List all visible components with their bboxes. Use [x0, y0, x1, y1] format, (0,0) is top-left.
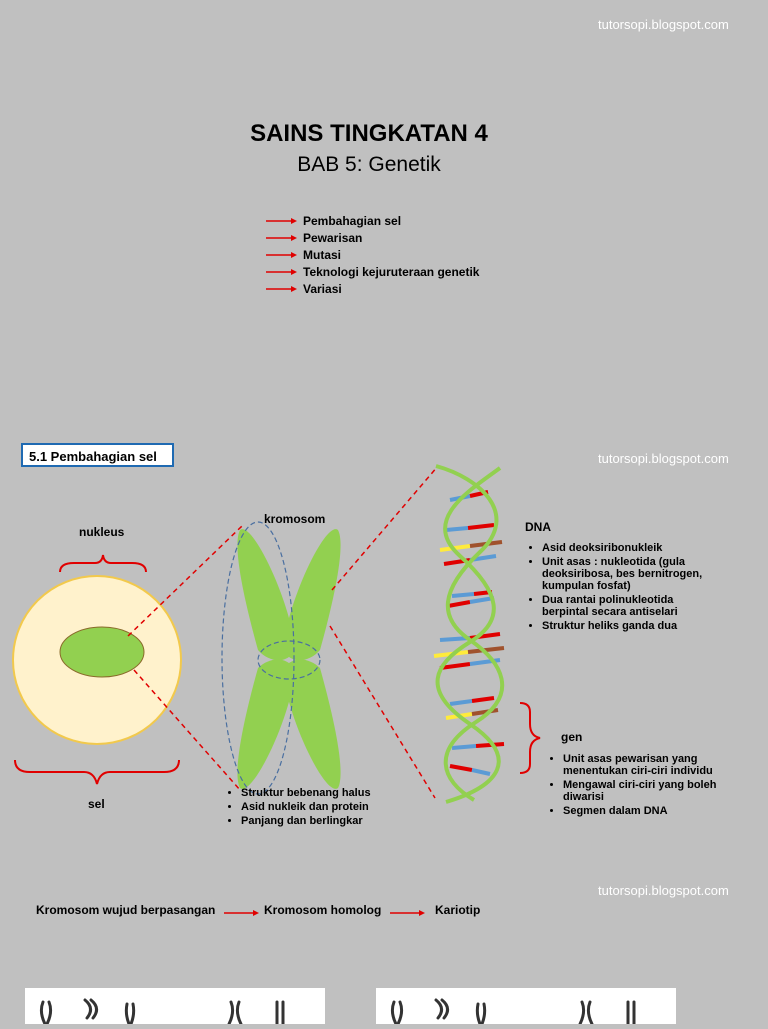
- chromosome-bullets: Struktur bebenang halus Asid nukleik dan…: [225, 787, 425, 829]
- list-item: Pewarisan: [266, 229, 479, 246]
- list-item: Unit asas : nukleotida (gula deoksiribos…: [542, 556, 704, 592]
- topic-label: Teknologi kejuruteraan genetik: [303, 264, 480, 279]
- gene-label: gen: [561, 730, 583, 744]
- chromosome-label: kromosom: [264, 512, 326, 526]
- arrow-right-icon: [266, 285, 297, 292]
- chromatid-outline: [221, 521, 295, 795]
- list-item: Mengawal ciri-ciri yang boleh diwarisi: [563, 779, 747, 803]
- flow-step: Kromosom wujud berpasangan: [36, 903, 216, 917]
- arrow-right-icon: [266, 268, 297, 275]
- arrow-right-icon: [266, 234, 297, 241]
- karyotype-image: [376, 988, 676, 1026]
- nucleus-label: nukleus: [79, 525, 125, 539]
- topic-label: Pembahagian sel: [303, 213, 402, 228]
- list-item: Dua rantai polinukleotida berpintal seca…: [542, 594, 704, 618]
- list-item: Mutasi: [266, 246, 479, 263]
- topic-label: Variasi: [303, 281, 342, 296]
- arrow-right-icon: [266, 251, 297, 258]
- watermark-text: tutorsopi.blogspot.com: [598, 17, 729, 32]
- flow-step: Kromosom homolog: [264, 903, 382, 917]
- genetics-diagram: [12, 464, 541, 804]
- karyotype-chromosomes: [390, 998, 636, 1026]
- list-item: Unit asas pewarisan yang menentukan ciri…: [563, 753, 747, 777]
- nucleus-shape: [59, 626, 145, 678]
- karyotype-image: [25, 988, 325, 1026]
- list-item: Struktur bebenang halus: [241, 787, 425, 799]
- topic-label: Pewarisan: [303, 230, 363, 245]
- cell-label: sel: [88, 797, 105, 811]
- section-heading: 5.1 Pembahagian sel: [21, 443, 174, 467]
- list-item: Teknologi kejuruteraan genetik: [266, 263, 479, 280]
- karyotype-chromosomes: [39, 998, 285, 1026]
- arrow-right-icon: [390, 910, 425, 916]
- page-title: SAINS TINGKATAN 4: [250, 120, 488, 147]
- dna-helix: [433, 464, 505, 804]
- list-item: Segmen dalam DNA: [563, 805, 747, 817]
- centromere-outline: [257, 640, 321, 680]
- dna-label: DNA: [525, 520, 551, 534]
- watermark-text: tutorsopi.blogspot.com: [598, 451, 729, 466]
- list-item: Panjang dan berlingkar: [241, 815, 425, 827]
- chromosome-shape: [237, 529, 341, 789]
- topic-list: Pembahagian sel Pewarisan Mutasi Teknolo…: [266, 212, 479, 297]
- arrow-right-icon: [266, 217, 297, 224]
- list-item: Asid deoksiribonukleik: [542, 542, 704, 554]
- topic-label: Mutasi: [303, 247, 342, 262]
- watermark-text: tutorsopi.blogspot.com: [598, 883, 729, 898]
- list-item: Variasi: [266, 280, 479, 297]
- zoom-line: [329, 625, 436, 799]
- dna-bullets: Asid deoksiribonukleik Unit asas : nukle…: [526, 542, 704, 634]
- zoom-line: [331, 465, 439, 591]
- list-item: Pembahagian sel: [266, 212, 479, 229]
- flow-step: Kariotip: [435, 903, 481, 917]
- arrow-right-icon: [224, 910, 259, 916]
- page-subtitle: BAB 5: Genetik: [297, 153, 441, 176]
- cell-brace: [14, 759, 180, 785]
- list-item: Struktur heliks ganda dua: [542, 620, 704, 632]
- gene-bullets: Unit asas pewarisan yang menentukan ciri…: [547, 753, 747, 819]
- nucleus-brace: [59, 554, 147, 573]
- list-item: Asid nukleik dan protein: [241, 801, 425, 813]
- gene-brace: [519, 702, 541, 774]
